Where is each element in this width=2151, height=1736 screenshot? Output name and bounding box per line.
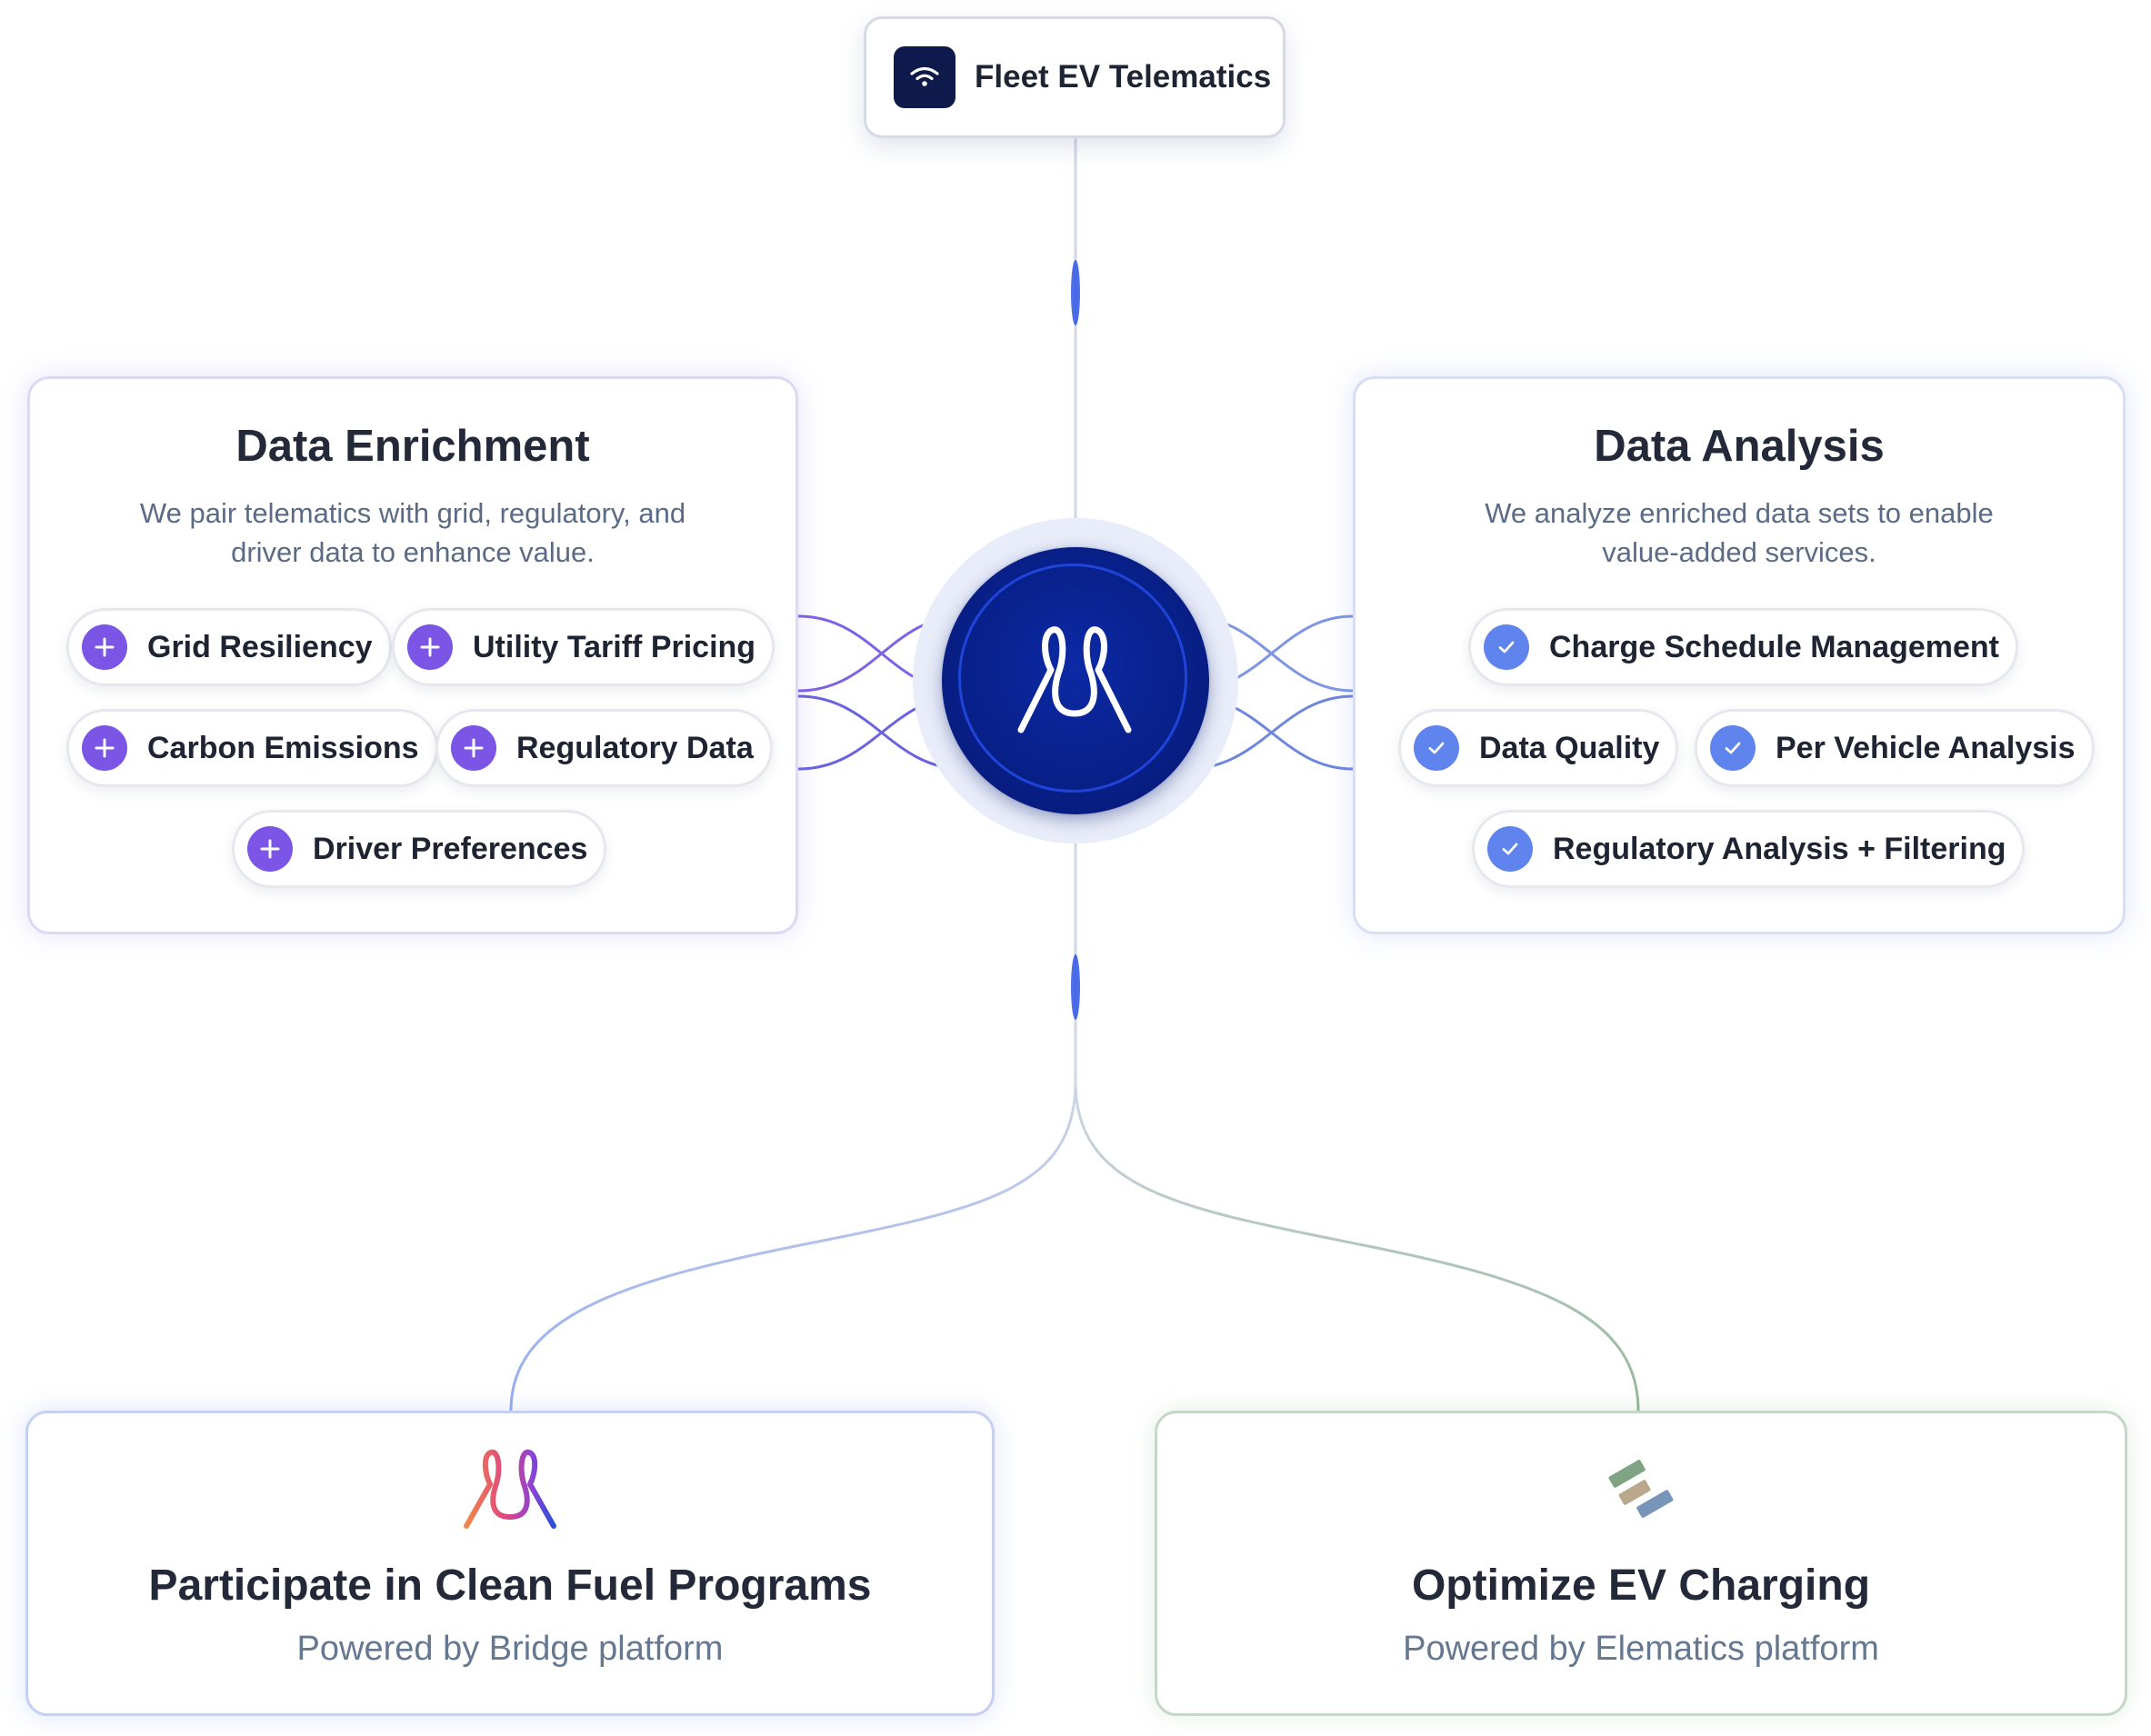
- enrichment-title: Data Enrichment: [235, 422, 590, 471]
- wifi-icon: [894, 46, 955, 108]
- enrichment-item-utility-tariff-pricing: Utility Tariff Pricing: [392, 608, 775, 686]
- enrichment-description: We pair telematics with grid, regulatory…: [139, 497, 686, 568]
- analysis-item-per-vehicle-analysis: Per Vehicle Analysis: [1695, 709, 2095, 787]
- elematics-logo-icon: [1608, 1460, 1674, 1518]
- analysis-description: We analyze enriched data sets to enable …: [1485, 497, 1994, 568]
- flow-pulse-bottom: [1071, 954, 1080, 1020]
- outcome-title: Optimize EV Charging: [1411, 1561, 1871, 1610]
- check-icon: [1710, 725, 1756, 771]
- bridge-logo-icon: [464, 1449, 556, 1529]
- enrichment-item-carbon-emissions: Carbon Emissions: [66, 709, 438, 787]
- check-icon: [1487, 826, 1533, 872]
- outcome-subtitle: Powered by Bridge platform: [296, 1630, 724, 1668]
- outcome-card-clean-fuel-programs: Participate in Clean Fuel Programs Power…: [25, 1411, 995, 1716]
- branch-line-bridge: [509, 1081, 1077, 1412]
- outcome-title: Participate in Clean Fuel Programs: [148, 1561, 872, 1610]
- check-icon: [1484, 624, 1529, 670]
- enrichment-item-grid-resiliency: Grid Resiliency: [66, 608, 392, 686]
- check-icon: [1414, 725, 1459, 771]
- flow-pulse-top: [1071, 260, 1080, 325]
- analysis-title: Data Analysis: [1594, 422, 1885, 471]
- analysis-item-charge-schedule-management: Charge Schedule Management: [1468, 608, 2019, 686]
- outcome-subtitle: Powered by Elematics platform: [1403, 1630, 1879, 1668]
- brand-logo-icon: [1017, 626, 1132, 733]
- plus-icon: [407, 624, 453, 670]
- analysis-item-data-quality: Data Quality: [1398, 709, 1679, 787]
- plus-icon: [451, 725, 496, 771]
- enrichment-item-regulatory-data: Regulatory Data: [435, 709, 773, 787]
- data-enrichment-card: Data Enrichment We pair telematics with …: [27, 376, 798, 934]
- hub-node: [942, 547, 1209, 814]
- branch-line-elematics: [1074, 1081, 1640, 1412]
- hub-inner-ring: [958, 564, 1187, 793]
- source-node-fleet-telematics: Fleet EV Telematics: [864, 16, 1286, 138]
- analysis-item-regulatory-analysis-filtering: Regulatory Analysis + Filtering: [1472, 810, 2026, 888]
- enrichment-item-driver-preferences: Driver Preferences: [232, 810, 607, 888]
- outcome-card-optimize-ev-charging: Optimize EV Charging Powered by Elematic…: [1155, 1411, 2127, 1716]
- plus-icon: [82, 725, 127, 771]
- source-label: Fleet EV Telematics: [975, 59, 1272, 95]
- plus-icon: [82, 624, 127, 670]
- plus-icon: [247, 826, 293, 872]
- data-analysis-card: Data Analysis We analyze enriched data s…: [1353, 376, 2126, 934]
